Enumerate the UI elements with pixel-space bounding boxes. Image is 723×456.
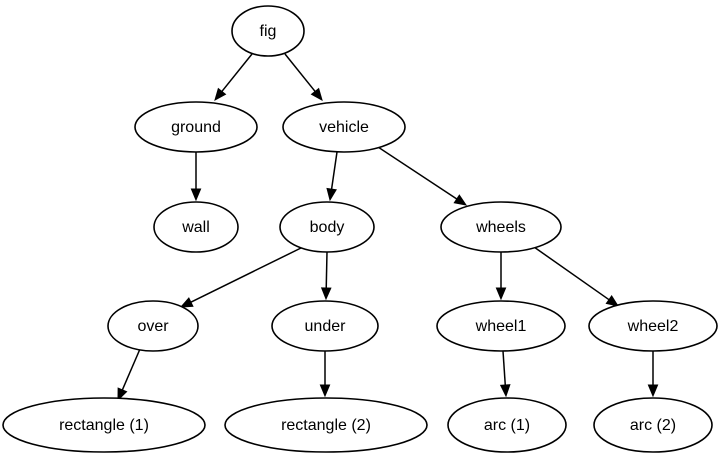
edge-wheels-to-wheel1: [495, 252, 507, 301]
node-rectangle2[interactable]: rectangle (2): [224, 397, 428, 453]
node-ellipse-ground[interactable]: [134, 101, 258, 153]
node-body[interactable]: body: [279, 201, 375, 253]
edge-line: [502, 350, 507, 386]
edges-layer: [117, 53, 659, 402]
node-ellipse-under[interactable]: [271, 300, 379, 352]
edge-wheel1-to-arc1: [499, 350, 511, 398]
edge-arrowhead: [190, 188, 202, 202]
edge-over-to-rectangle1: [117, 348, 141, 402]
edge-fig-to-vehicle: [284, 53, 323, 102]
edge-arrowhead: [499, 384, 511, 398]
node-rectangle1[interactable]: rectangle (1): [2, 397, 206, 453]
node-ellipse-wheels[interactable]: [440, 201, 562, 253]
edge-line: [330, 151, 338, 190]
edge-line: [221, 53, 253, 92]
node-ellipse-vehicle[interactable]: [282, 101, 406, 153]
node-ellipse-fig[interactable]: [231, 5, 305, 57]
edge-wheel2-to-arc2: [647, 351, 659, 398]
edge-arrowhead: [319, 384, 331, 398]
edge-line: [325, 251, 328, 289]
node-ellipse-body[interactable]: [279, 201, 375, 253]
edge-line: [121, 348, 141, 391]
edge-wheels-to-wheel2: [533, 246, 620, 307]
edge-arrowhead: [320, 287, 332, 301]
node-fig[interactable]: fig: [231, 5, 305, 57]
node-ground[interactable]: ground: [134, 101, 258, 153]
node-over[interactable]: over: [107, 300, 199, 352]
node-ellipse-arc1[interactable]: [447, 397, 567, 453]
edge-arrowhead: [310, 87, 323, 102]
node-arc2[interactable]: arc (2): [593, 397, 713, 453]
edge-line: [533, 246, 610, 301]
edge-body-to-over: [179, 246, 304, 308]
edge-vehicle-to-body: [326, 151, 338, 202]
edge-arrowhead: [326, 187, 337, 202]
edge-arrowhead: [214, 87, 227, 102]
edge-arrowhead: [179, 297, 194, 308]
node-ellipse-over[interactable]: [107, 300, 199, 352]
edge-ground-to-wall: [190, 152, 202, 202]
nodes-layer: fig ground vehicle wall body wheels over under w…: [2, 5, 718, 453]
node-vehicle[interactable]: vehicle: [282, 101, 406, 153]
node-ellipse-wall[interactable]: [153, 201, 239, 253]
edge-arrowhead: [453, 194, 468, 206]
edge-fig-to-ground: [214, 53, 253, 102]
node-wheel1[interactable]: wheel1: [436, 300, 566, 352]
edge-body-to-under: [320, 251, 332, 301]
node-ellipse-wheel2[interactable]: [588, 300, 718, 352]
edge-line: [284, 53, 316, 92]
node-ellipse-rectangle2[interactable]: [224, 397, 428, 453]
edge-line: [190, 246, 304, 303]
edge-line: [377, 146, 458, 200]
edge-vehicle-to-wheels: [377, 146, 468, 206]
node-ellipse-wheel1[interactable]: [436, 300, 566, 352]
node-arc1[interactable]: arc (1): [447, 397, 567, 453]
edge-arrowhead: [647, 384, 659, 398]
node-ellipse-arc2[interactable]: [593, 397, 713, 453]
edge-arrowhead: [605, 295, 620, 307]
edge-arrowhead: [117, 387, 128, 402]
node-wheels[interactable]: wheels: [440, 201, 562, 253]
node-ellipse-rectangle1[interactable]: [2, 397, 206, 453]
edge-arrowhead: [495, 287, 507, 301]
node-wall[interactable]: wall: [153, 201, 239, 253]
node-under[interactable]: under: [271, 300, 379, 352]
edge-under-to-rectangle2: [319, 351, 331, 398]
node-wheel2[interactable]: wheel2: [588, 300, 718, 352]
